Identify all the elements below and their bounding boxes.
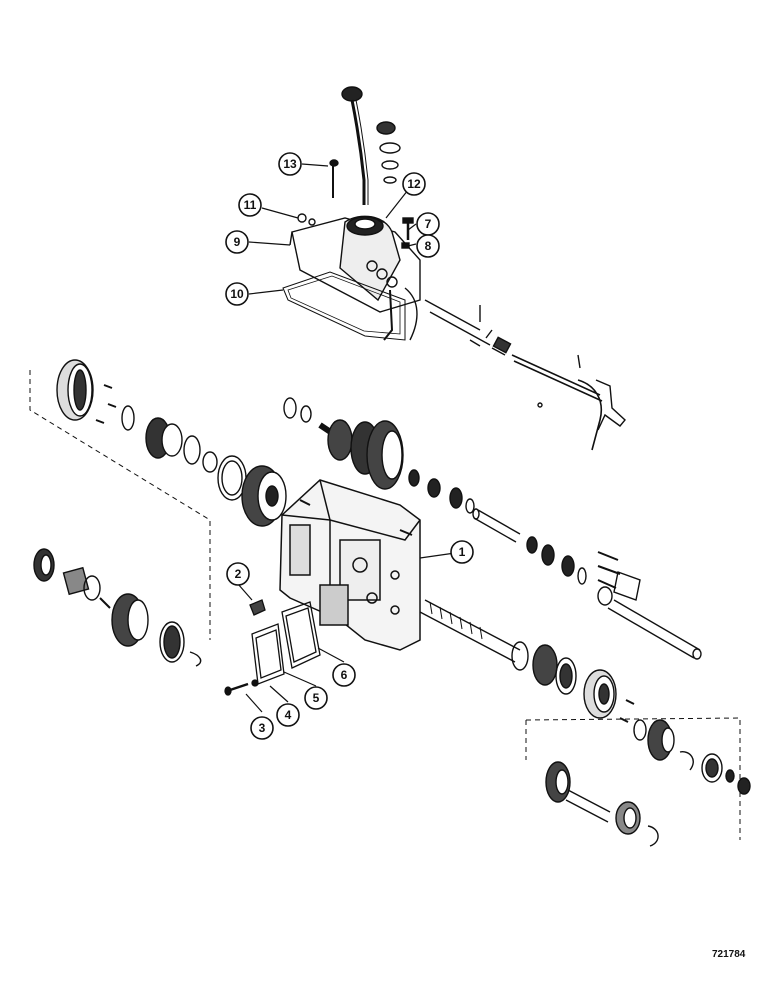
left-upper-gear-stack [29, 359, 287, 640]
svg-text:9: 9 [234, 235, 241, 249]
svg-text:7: 7 [425, 217, 432, 231]
svg-text:11: 11 [244, 198, 257, 212]
callout-8: 8 [416, 234, 440, 258]
svg-text:2: 2 [235, 567, 242, 581]
shift-forks-and-rails [383, 287, 626, 451]
svg-text:6: 6 [341, 668, 348, 682]
shift-cover [282, 213, 421, 341]
reference-number: 721784 [712, 949, 746, 960]
callout-12: 12 [402, 172, 426, 196]
pto-cover-assembly [224, 599, 321, 696]
transmission-case [279, 479, 421, 651]
callout-13: 13 [278, 152, 302, 176]
callout-10: 10 [225, 282, 249, 306]
svg-text:4: 4 [285, 708, 292, 722]
shift-lever-assembly [329, 86, 401, 205]
callout-3: 3 [250, 716, 274, 740]
callout-2: 2 [226, 562, 250, 586]
svg-text:13: 13 [283, 157, 297, 171]
callout-6: 6 [332, 663, 356, 687]
callout-9: 9 [225, 230, 249, 254]
main-shaft-assembly [419, 599, 635, 723]
callout-11: 11 [238, 193, 262, 217]
svg-text:1: 1 [459, 545, 466, 559]
callout-4: 4 [276, 703, 300, 727]
svg-text:12: 12 [407, 177, 421, 191]
output-shaft-assembly [525, 717, 751, 847]
callout-leader-lines [237, 163, 463, 713]
callout-7: 7 [416, 212, 440, 236]
svg-text:8: 8 [425, 239, 432, 253]
svg-text:3: 3 [259, 721, 266, 735]
svg-text:5: 5 [313, 691, 320, 705]
callout-1: 1 [450, 540, 474, 564]
left-lower-gear-stack [33, 548, 202, 667]
callout-5: 5 [304, 686, 328, 710]
svg-text:10: 10 [230, 287, 244, 301]
countershaft-gear-cluster [283, 397, 702, 660]
